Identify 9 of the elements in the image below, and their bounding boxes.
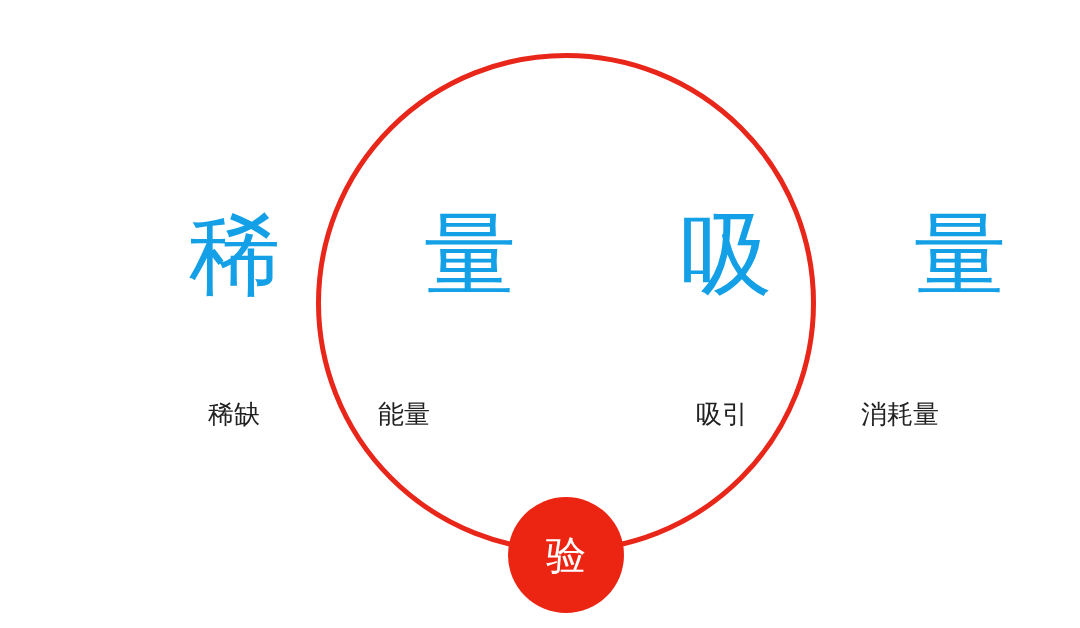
caption-text: 吸引 — [696, 401, 748, 427]
large-character: 量 — [424, 209, 516, 301]
caption-text: 稀缺 — [208, 401, 260, 427]
large-character: 稀 — [189, 209, 281, 301]
large-character: 量 — [914, 209, 1006, 301]
caption-text: 能量 — [378, 401, 430, 427]
caption-text: 消耗量 — [861, 401, 939, 427]
badge-character: 验 — [546, 535, 586, 575]
large-character: 吸 — [680, 209, 772, 301]
